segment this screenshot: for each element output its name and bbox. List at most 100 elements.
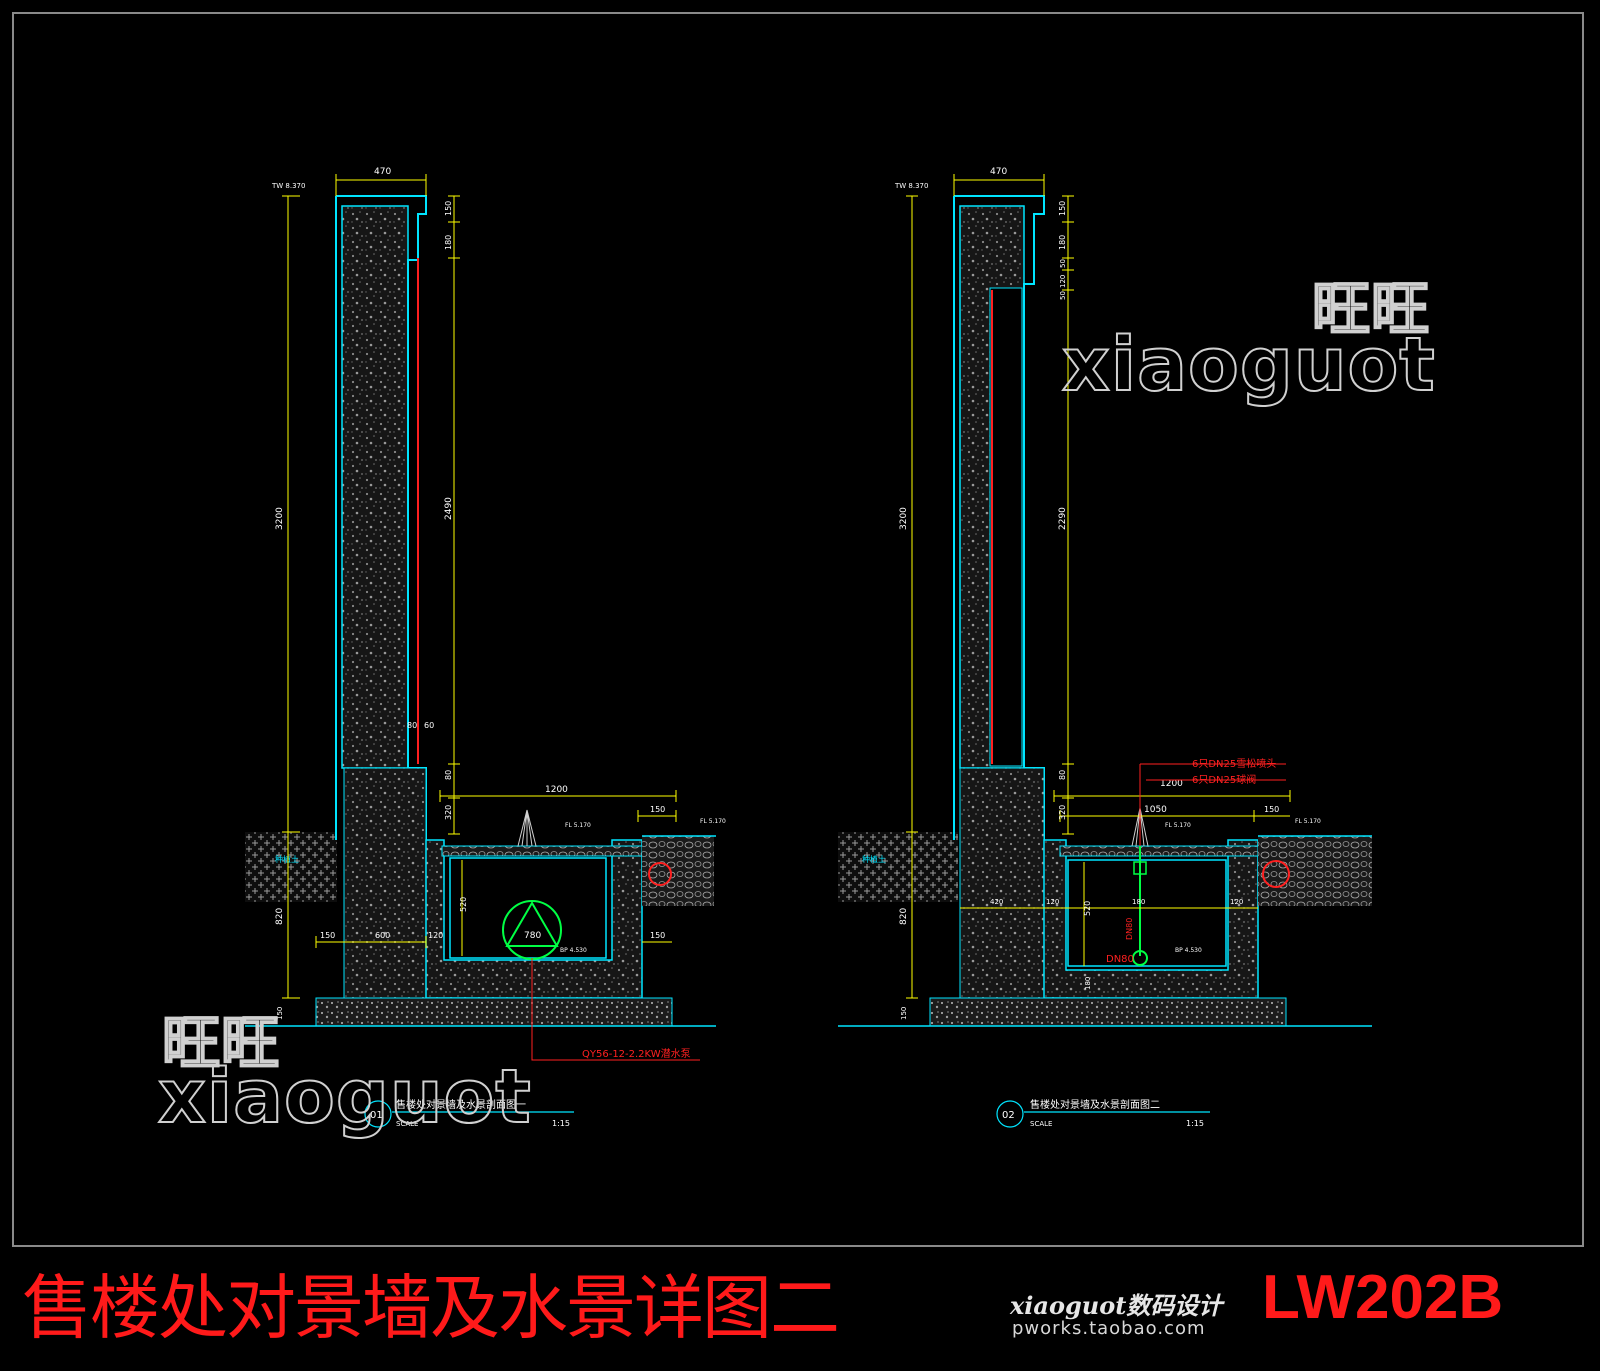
footer-title: 售楼处对景墙及水景详图二: [22, 1267, 840, 1349]
dim-step3-02: 50: [1059, 259, 1067, 268]
wall-body-01: [341, 205, 409, 769]
pump-triangle-01: [505, 901, 559, 947]
scale-value-01: 1:15: [552, 1119, 570, 1128]
dim-gap2-01: 60: [424, 721, 434, 730]
drawing-frame: [12, 12, 1584, 1247]
level-bp-01: BP 4.530: [560, 947, 587, 954]
ground-label-02: 种植土: [862, 854, 886, 864]
pool-inner-01: [449, 857, 607, 959]
pool-deck-01: [441, 845, 643, 857]
foundation-02: [959, 767, 1045, 999]
dim-gap3-01: 80: [444, 770, 453, 780]
level-fl-left-01: FL 5.170: [565, 822, 591, 829]
dim-gap-02: 80: [1058, 770, 1067, 780]
dim-water-curtain-01: 2490: [444, 497, 454, 520]
wall-recess-02: [989, 287, 1023, 767]
pool-deck-02: [1059, 845, 1259, 857]
dim-pool-depth-02: 520: [1083, 901, 1092, 916]
fountain-spray-01: [517, 809, 537, 847]
valve-02: [1133, 861, 1147, 875]
footer-brand: xiaoguot数码设计: [1010, 1291, 1223, 1320]
level-bp-02: BP 4.530: [1175, 947, 1202, 954]
scale-value-02: 1:15: [1186, 1119, 1204, 1128]
level-top-01: TW 8.370: [271, 182, 305, 190]
base-slab-01: [315, 997, 673, 1027]
dim-step1-01: 150: [444, 201, 453, 216]
section-02: 种植土 DN80 DN80 470 TW 8.370: [838, 167, 1372, 1128]
dimensions-02: [906, 174, 1291, 999]
dim-inner-small-02: 180: [1132, 898, 1145, 906]
section-01: 种植土 780 470: [245, 167, 726, 1128]
pool-basin-01: [425, 839, 643, 999]
scale-label-02: SCALE: [1030, 1120, 1052, 1128]
pipe-end-02: [1132, 950, 1148, 966]
level-top-02: TW 8.370: [894, 182, 928, 190]
dim-pool-width-01: 1200: [545, 785, 568, 795]
dimensions-01: [282, 174, 677, 999]
dim-pool-rim-01: 150: [650, 805, 665, 814]
dim-lower-height-02: 820: [899, 908, 909, 925]
foundation-01: [343, 767, 427, 999]
dim-wall-height-01: 3200: [275, 507, 285, 530]
ground-right-01: [642, 836, 714, 906]
scale-label-01: SCALE: [396, 1120, 418, 1128]
dim-base-right-01: 150: [650, 931, 665, 940]
dim-lower-height-01: 820: [275, 908, 285, 925]
pipe-dn80-02: DN80: [1106, 954, 1134, 965]
dim-gap1-01: 80: [407, 721, 417, 730]
dim-base-mid-01: 600: [375, 931, 390, 940]
section-title-01: 售楼处对景墙及水景剖面图一: [396, 1098, 526, 1111]
nozzle-callout-02: 6只DN25雪松喷头: [1192, 757, 1276, 770]
dim-base-wall-01: 120: [428, 931, 443, 940]
pump-circle-01: [502, 900, 562, 960]
dim-base-thickness-02: 150: [900, 1007, 908, 1020]
dim-wall-height-02: 3200: [899, 507, 909, 530]
valve-callout-02: 6只DN25球阀: [1192, 773, 1256, 786]
section-title-02: 售楼处对景墙及水景剖面图二: [1030, 1098, 1160, 1111]
watermark-en-bottom: xiaoguot: [157, 1053, 532, 1141]
footer-code: LW202B: [1262, 1263, 1504, 1332]
pipe-dn80-vert-02: DN80: [1125, 918, 1134, 940]
soil-left-02: [838, 832, 958, 902]
dim-pool-edge-01: 320: [444, 805, 453, 820]
soil-left-01: [245, 832, 337, 902]
dim-step5-02: 50: [1059, 291, 1067, 300]
dim-step2-02: 180: [1058, 235, 1067, 250]
dim-inner-width-02: 1050: [1144, 805, 1167, 815]
dim-step2-01: 180: [444, 235, 453, 250]
level-fl-left-02: FL 5.170: [1165, 822, 1191, 829]
ground-label-01: 种植土: [275, 854, 299, 864]
watermark-en-top: xiaoguot: [1061, 321, 1436, 409]
dim-pool-depth-01: 520: [459, 897, 468, 912]
dim-step1-02: 150: [1058, 201, 1067, 216]
dim-top-width-02: 470: [990, 167, 1007, 177]
dim-base-thickness-01: 150: [276, 1007, 284, 1020]
dim-base-mid-02: 420: [990, 898, 1003, 906]
base-slab-02: [929, 997, 1287, 1027]
dim-pool-rim-02: 150: [1264, 805, 1279, 814]
pump-leader-01: [531, 958, 700, 1061]
nozzle-leader-02: [1139, 763, 1286, 846]
section-number-02: 02: [1002, 1110, 1015, 1121]
drain-pipe-01: [648, 862, 672, 886]
dim-base-left-01: 150: [320, 931, 335, 940]
ground-right-02: [1258, 836, 1372, 906]
pool-inner-02: [1067, 859, 1227, 967]
dim-base-right-02: 120: [1230, 898, 1243, 906]
dim-bottom-02: 180: [1084, 977, 1092, 990]
dim-base-wall-02: 120: [1046, 898, 1059, 906]
level-fl-right-02: FL 5.170: [1295, 818, 1321, 825]
section-marker-02: [996, 1100, 1024, 1128]
dim-pool-edge-02: 320: [1058, 805, 1067, 820]
pump-callout-01: QY56-12-2.2KW潜水泵: [582, 1047, 691, 1060]
section-marker-01: [364, 1100, 392, 1128]
dim-water-curtain-02: 2290: [1058, 507, 1068, 530]
dim-step4-02: 120: [1059, 275, 1067, 288]
footer-url: pworks.taobao.com: [1012, 1318, 1206, 1339]
watermark-cn-top: 旺旺: [1311, 274, 1431, 344]
watermark-cn-bottom: 旺旺: [161, 1008, 281, 1078]
pump-dim-01: 780: [524, 931, 541, 941]
level-fl-right-01: FL 5.170: [700, 818, 726, 825]
drain-pipe-02: [1262, 860, 1290, 888]
